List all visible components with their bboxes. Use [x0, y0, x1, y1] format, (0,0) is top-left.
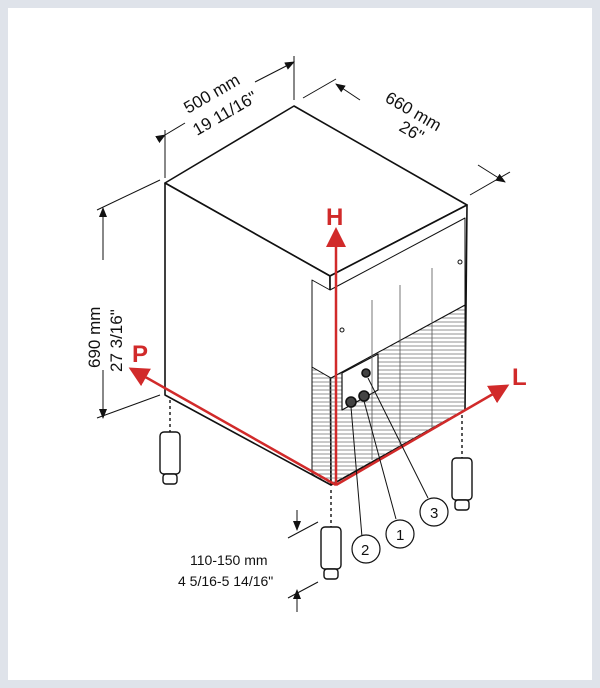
callout-2-label: 2 — [361, 542, 369, 559]
callout-3 — [419, 497, 449, 527]
connection-2 — [345, 396, 357, 408]
feet-mm: 110-150 mm — [190, 552, 268, 568]
foot-right — [451, 457, 473, 501]
axes — [128, 227, 510, 487]
connection-1 — [358, 390, 370, 402]
foot-left — [159, 431, 181, 475]
feet — [159, 400, 473, 580]
callout-1 — [385, 519, 415, 549]
connection-3 — [361, 368, 371, 378]
dimension-lines — [96, 56, 511, 612]
height-mm: 690 mm — [85, 307, 104, 368]
axis-p-label: P — [132, 341, 148, 368]
cabinet — [164, 105, 468, 486]
axis-h-label: H — [326, 204, 343, 231]
callout-3-label: 3 — [430, 505, 438, 522]
axis-l-label: L — [512, 364, 527, 391]
callout-2 — [351, 534, 381, 564]
callout-1-label: 1 — [396, 527, 404, 544]
connection-panel — [341, 353, 379, 411]
feet-in: 4 5/16-5 14/16" — [178, 573, 273, 589]
axis-l — [335, 384, 510, 487]
foot-front — [320, 526, 342, 570]
axis-p — [128, 367, 337, 487]
height-in: 27 3/16" — [107, 309, 126, 372]
